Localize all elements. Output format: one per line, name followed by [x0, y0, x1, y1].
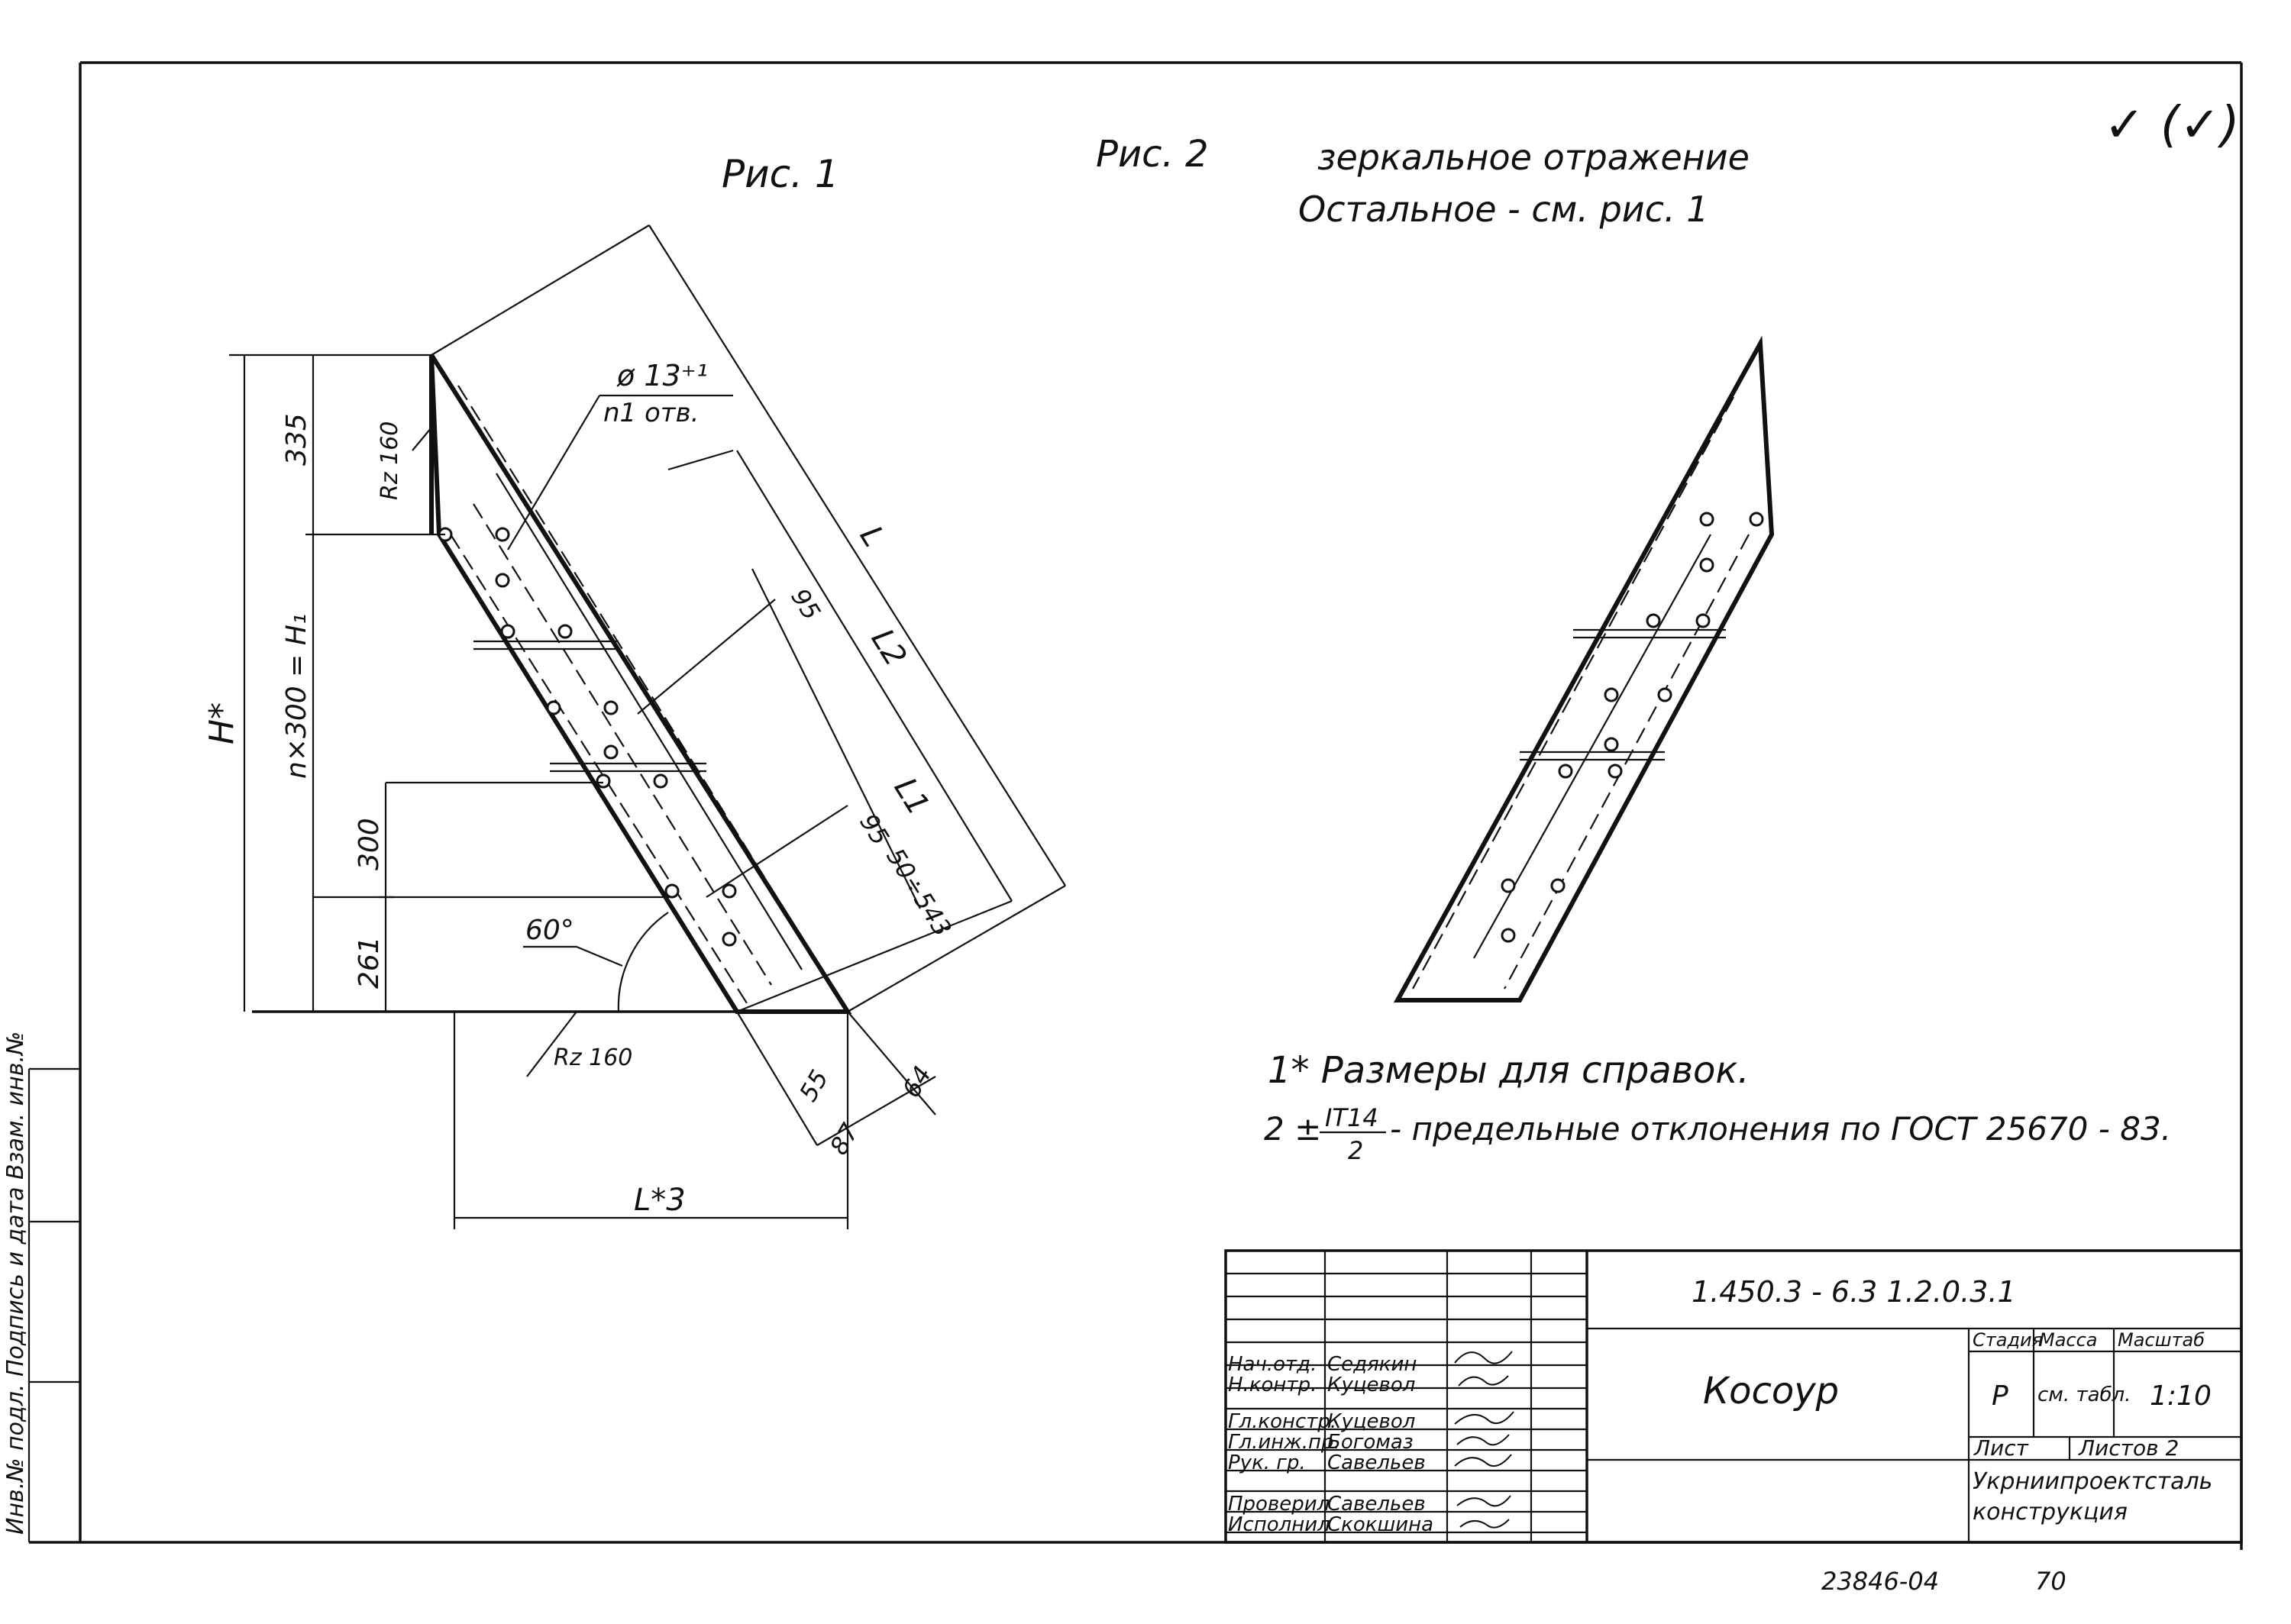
name-2: Куцевол — [1327, 1374, 1415, 1396]
fig1-title: Рис. 1 — [722, 152, 839, 196]
side-stamp: Инв.№ подл. Подпись и дата Взам. инв.№ — [2, 1032, 29, 1535]
role-2: Н.контр. — [1228, 1374, 1317, 1396]
name-1: Седякин — [1327, 1353, 1417, 1376]
dim-n300: n×300 = H₁ — [281, 614, 312, 779]
note-2-frac-num: IT14 — [1325, 1103, 1378, 1132]
notes: 1* Размеры для справок. 2 ± IT14 2 - пре… — [1264, 1049, 2171, 1165]
dim-H: H* — [202, 702, 241, 744]
dim-87: 87 — [824, 1118, 865, 1160]
doc-code: 1.450.3 - 6.3 1.2.0.3.1 — [1692, 1275, 2016, 1309]
col-stage: Стадия — [1973, 1329, 2043, 1351]
approval-rows: Нач.отд. Седякин Н.контр. Куцевол Гл.кон… — [1228, 1353, 1433, 1536]
role-3: Гл.констр. — [1228, 1410, 1336, 1433]
dim-300: 300 — [354, 818, 385, 870]
name-5: Савельев — [1327, 1451, 1426, 1474]
dim-335: 335 — [281, 413, 312, 466]
note-2-frac-den: 2 — [1348, 1136, 1363, 1165]
note-2-text: - предельные отклонения по ГОСТ 25670 - … — [1390, 1110, 2171, 1148]
fig2-title: Рис. 2 — [1096, 133, 1209, 176]
inventory-number: 23846-04 — [1821, 1567, 1939, 1596]
holes-fig2 — [1501, 512, 1764, 943]
title-block: Нач.отд. Седякин Н.контр. Куцевол Гл.кон… — [1224, 1249, 2243, 1544]
dim-range: 50÷543 — [881, 843, 957, 941]
hole-spec-1: ø 13⁺¹ — [616, 359, 708, 392]
role-6: Проверил — [1228, 1493, 1330, 1516]
stage-value: Р — [1992, 1380, 2008, 1412]
dim-55: 55 — [793, 1065, 834, 1106]
dim-261: 261 — [354, 936, 385, 989]
sheets-label: Листов 2 — [2078, 1435, 2179, 1461]
drawing-frame — [27, 61, 2243, 1550]
scale-value: 1:10 — [2150, 1380, 2212, 1412]
note-1: 1* Размеры для справок. — [1268, 1049, 1750, 1092]
name-7: Скокшина — [1327, 1513, 1433, 1536]
rz-top: Rz 160 — [376, 421, 403, 500]
role-1: Нач.отд. — [1228, 1353, 1317, 1376]
fig2-note-1: зеркальное отражение — [1317, 137, 1750, 178]
drawing-name: Косоур — [1703, 1370, 1839, 1413]
angle-60: 60° — [525, 915, 574, 946]
dim-L3: L*3 — [634, 1183, 686, 1218]
org-line-1: Укрниипроектсталь — [1973, 1468, 2212, 1495]
holes-fig1 — [438, 527, 737, 947]
name-4: Богомаз — [1327, 1431, 1414, 1454]
role-4: Гл.инж.пр. — [1228, 1431, 1340, 1454]
figure-1: Рис. 1 — [202, 152, 1066, 1229]
rz-bottom: Rz 160 — [554, 1044, 632, 1071]
signatures — [1454, 1351, 1514, 1529]
col-mass: Масса — [2039, 1329, 2098, 1351]
note-2-prefix: 2 ± — [1264, 1110, 1321, 1148]
check-mark: ✓ (✓) — [2104, 97, 2240, 153]
name-6: Савельев — [1327, 1493, 1426, 1516]
col-scale: Масштаб — [2118, 1329, 2205, 1351]
stringer-mirror-outline — [1393, 335, 1775, 1002]
org-line-2: конструкция — [1973, 1499, 2128, 1526]
fig2-note-2: Остальное - см. рис. 1 — [1298, 189, 1709, 230]
page-number: 70 — [2035, 1567, 2066, 1596]
sheet-label: Лист — [1973, 1435, 2029, 1461]
dim-L: L — [853, 520, 892, 553]
role-7: Исполнил — [1228, 1513, 1330, 1536]
dim-L2: L2 — [864, 623, 913, 673]
stringer-outline — [429, 354, 852, 1014]
name-3: Куцевол — [1327, 1410, 1415, 1433]
dim-95a: 95 — [785, 583, 826, 625]
figure-2: Рис. 2 зеркальное отражение Остальное - … — [1096, 133, 1775, 1002]
mass-value: см. табл. — [2037, 1383, 2131, 1406]
dim-L1: L1 — [887, 772, 936, 822]
hole-spec-2: n1 отв. — [603, 398, 699, 428]
role-5: Рук. гр. — [1228, 1451, 1306, 1474]
